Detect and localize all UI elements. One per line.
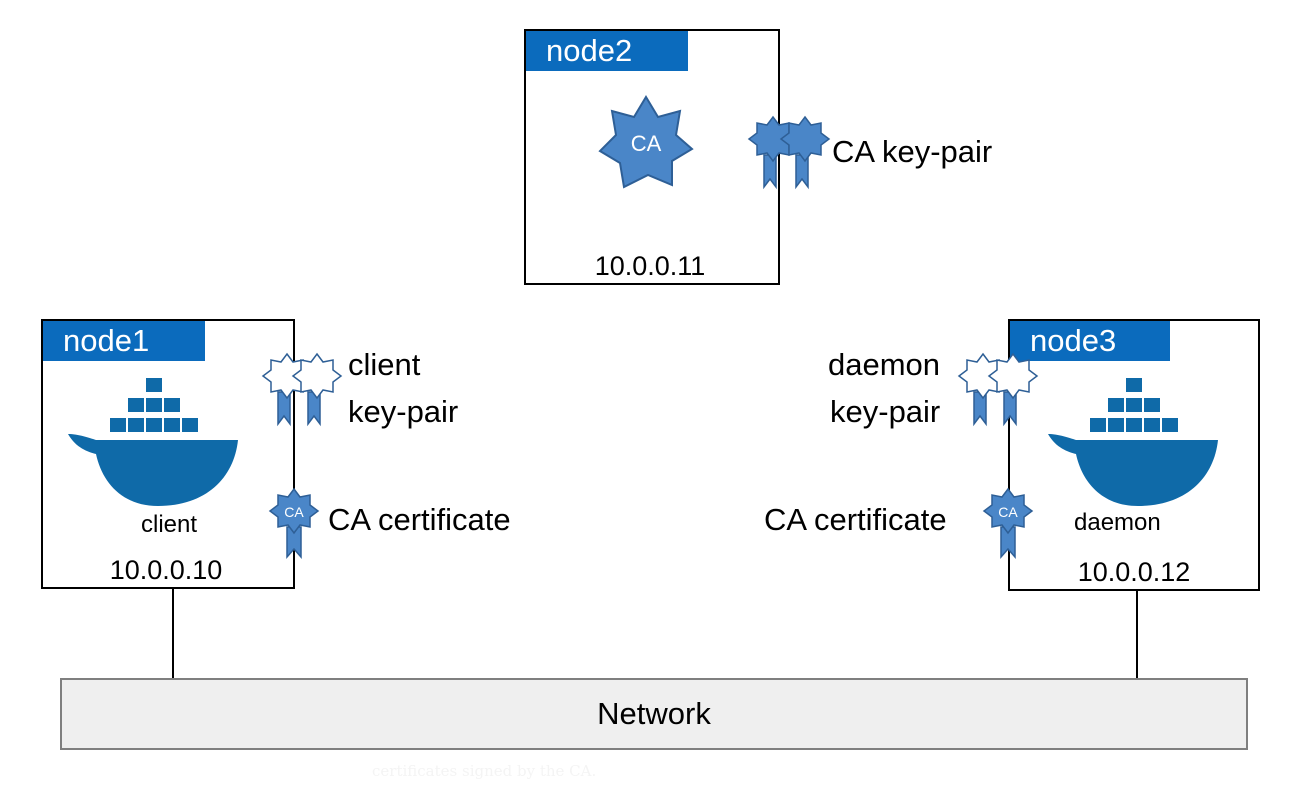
network-label: Network [597, 696, 711, 731]
node2-box: node2 10.0.0.11 [524, 29, 780, 285]
client-keypair-label-line1: client [348, 347, 421, 382]
node1-network-link [172, 589, 174, 678]
docker-whale-icon [68, 378, 238, 506]
network-bar: Network [60, 678, 1248, 750]
ca-keypair-rosette-icon [747, 115, 831, 190]
node1-ip: 10.0.0.10 [109, 555, 223, 585]
node2-badge-text: CA [631, 131, 662, 156]
node3-cert-text: CA [998, 504, 1018, 520]
ca-keypair-label: CA key-pair [832, 134, 993, 169]
node3-network-link [1136, 591, 1138, 678]
daemon-keypair-label-line1: daemon [828, 347, 941, 382]
node3-role-label: daemon [1074, 509, 1161, 536]
docker-whale-icon [1048, 378, 1218, 506]
node2-ip: 10.0.0.11 [594, 251, 706, 281]
node1-role-label: client [141, 511, 198, 538]
node1-cert-text: CA [284, 504, 304, 520]
caption-text: certificates signed by the CA. [372, 762, 597, 780]
node3-box: node3 daemon 10.0.0.12 [1008, 319, 1260, 591]
ca-star-icon: CA [598, 95, 694, 189]
node3-ca-cert-icon: CA [982, 487, 1034, 559]
client-keypair-rosette-icon [261, 352, 343, 427]
client-keypair-label-line2: key-pair [348, 394, 459, 429]
daemon-keypair-label-line2: key-pair [830, 394, 941, 429]
node3-cert-label: CA certificate [764, 502, 947, 537]
node3-tab: node3 [1010, 321, 1170, 361]
node2-tab: node2 [526, 31, 688, 71]
node1-cert-label: CA certificate [328, 502, 511, 537]
node3-ip: 10.0.0.12 [1077, 557, 1191, 587]
daemon-keypair-rosette-icon [957, 352, 1039, 427]
node1-tab: node1 [43, 321, 205, 361]
node1-ca-cert-icon: CA [268, 487, 320, 559]
